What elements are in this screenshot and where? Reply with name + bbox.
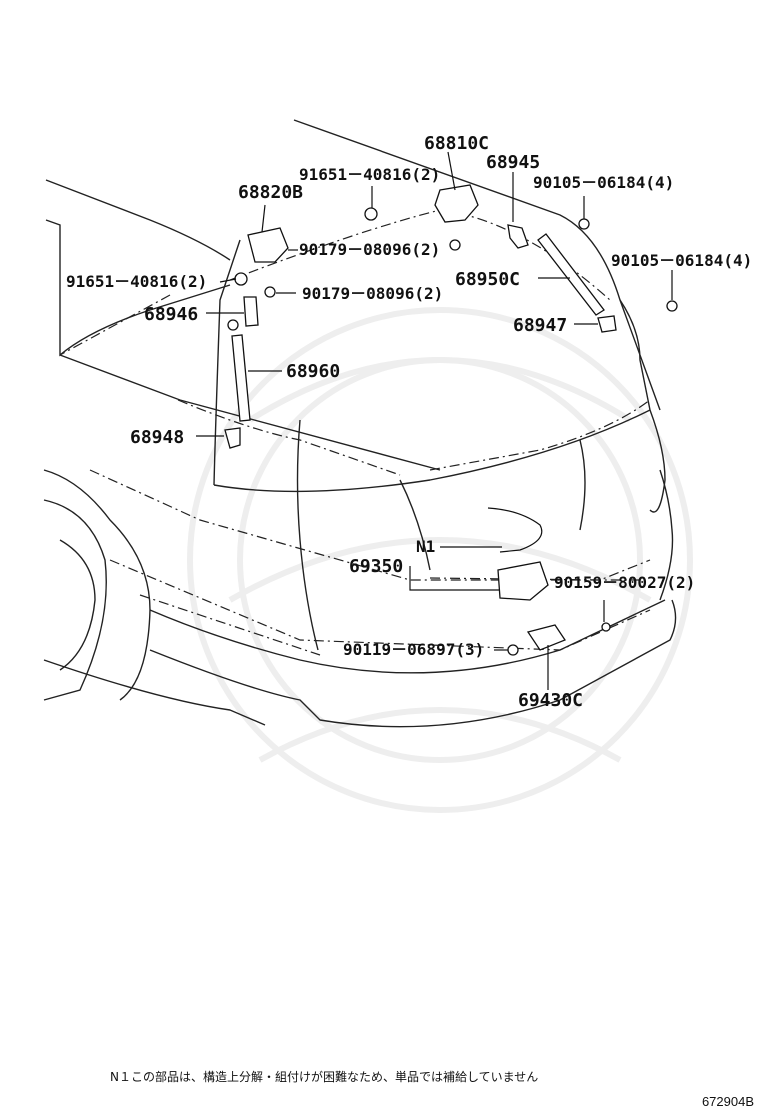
footnote-n1: N１この部品は、構造上分解・組付けが困難なため、単品では補給していません <box>110 1070 539 1084</box>
label-68950C: 68950C <box>455 269 520 290</box>
label-90119: 90119－06897(3) <box>343 640 484 659</box>
leader-lines <box>59 151 673 690</box>
label-69350: 69350 <box>349 556 403 577</box>
diagram-code: 672904B <box>701 1094 754 1109</box>
label-68960: 68960 <box>286 361 340 382</box>
label-90179-upper: 90179－08096(2) <box>299 240 440 259</box>
label-n1: N1 <box>416 537 435 556</box>
label-90105-lower: 90105－06184(4) <box>611 251 752 270</box>
part-hinge-68820B <box>247 227 289 298</box>
part-screw-90119 <box>507 644 519 656</box>
part-bracket-68947 <box>597 315 617 333</box>
label-68948: 68948 <box>130 427 184 448</box>
part-bolt-90105-upper <box>578 218 590 230</box>
part-screw-90159 <box>601 622 611 632</box>
part-labels: 68810C 68945 91651－40816(2) 90105－06184(… <box>66 133 752 711</box>
part-bolt-91651-lower <box>234 272 248 286</box>
label-91651-upper: 91651－40816(2) <box>299 165 440 184</box>
label-90159: 90159－80027(2) <box>554 573 695 592</box>
part-bolt-91651-upper <box>364 207 378 221</box>
part-bolt-90105-lower <box>666 300 678 312</box>
watermark-emblem <box>187 307 693 813</box>
label-91651-lower: 91651－40816(2) <box>66 272 207 291</box>
part-bracket-68945 <box>507 224 529 249</box>
label-69430C: 69430C <box>518 690 583 711</box>
vehicle-body-outline <box>43 119 677 728</box>
part-bracket-68946 <box>243 296 259 327</box>
label-68810C: 68810C <box>424 133 489 154</box>
label-90105-upper: 90105－06184(4) <box>533 173 674 192</box>
label-90179-lower: 90179－08096(2) <box>302 284 443 303</box>
label-68947: 68947 <box>513 315 567 336</box>
part-lock-69350 <box>487 507 549 601</box>
label-68945: 68945 <box>486 152 540 173</box>
part-bracket-68948 <box>224 427 241 449</box>
part-striker-69430C <box>526 624 566 651</box>
label-68946: 68946 <box>144 304 198 325</box>
part-damper-68960 <box>227 319 251 422</box>
part-damper-68950C <box>537 233 605 316</box>
label-68820B: 68820B <box>238 182 303 203</box>
part-hinge-68810C <box>434 184 479 251</box>
